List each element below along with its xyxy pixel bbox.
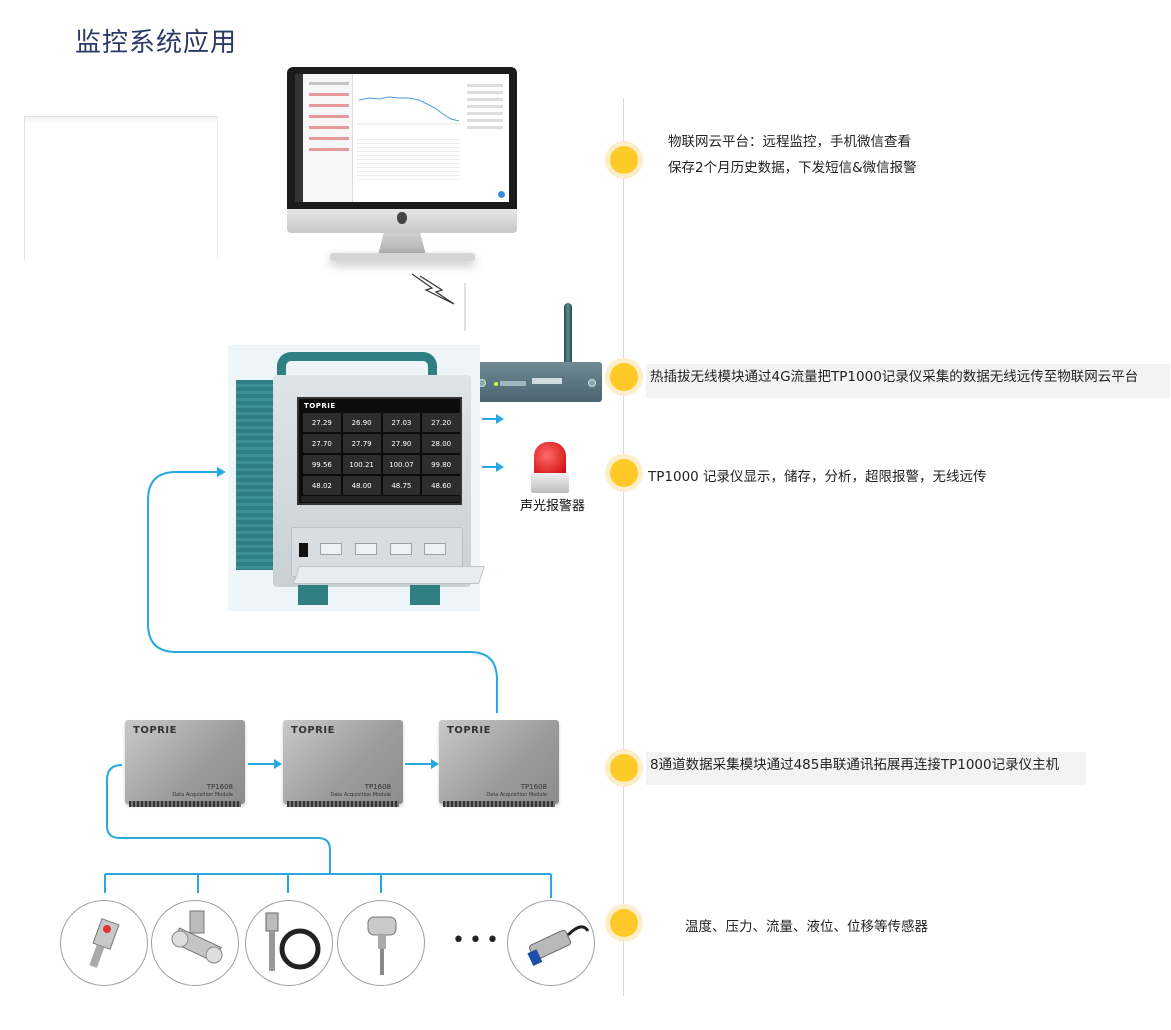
- step-wireless-text: 热插拔无线模块通过4G流量把TP1000记录仪采集的数据无线远传至物联网云平台: [646, 364, 1170, 398]
- temperature-sensor-icon: [337, 900, 425, 986]
- reading-cell: 100.21: [342, 455, 381, 474]
- step-recorder-text: TP1000 记录仪显示，储存，分析，超限报警，无线远传: [648, 469, 987, 485]
- reading-cell: 28.00: [422, 434, 460, 453]
- reading-cell: 48.00: [342, 476, 381, 495]
- reading-cell: 99.56: [303, 455, 341, 474]
- reading-cell: 27.03: [382, 413, 421, 432]
- timeline-line: [623, 98, 624, 996]
- reading-cell: 27.90: [382, 434, 421, 453]
- acquisition-module-3: TOPRIE TP1608 Data Acquisition Module: [439, 720, 559, 807]
- wireless-signal-icon: [411, 273, 455, 305]
- level-sensor-icon: [245, 900, 333, 986]
- timeline-dot-sensors: [610, 909, 638, 937]
- reading-cell: 27.29: [303, 413, 341, 432]
- apple-logo-icon: [397, 212, 407, 224]
- acquisition-module-2: TOPRIE TP1608 Data Acquisition Module: [283, 720, 403, 807]
- trend-chart-thumbnail: [357, 96, 461, 125]
- acquisition-module-1: TOPRIE TP1608 Data Acquisition Module: [125, 720, 245, 807]
- timeline-dot-wireless: [610, 363, 638, 391]
- flow-meter-icon: [151, 900, 239, 986]
- cloud-platform-display: [295, 74, 509, 202]
- arrow-module-2-to-3: [405, 759, 439, 769]
- usb-slot-icon: [355, 543, 377, 555]
- step-cloud-text: 物联网云平台：远程监控，手机微信查看 保存2个月历史数据，下发短信&微信报警: [668, 129, 917, 181]
- step-modules-text: 8通道数据采集模块通过485串联通讯拓展再连接TP1000记录仪主机: [646, 752, 1086, 785]
- recorder-brand: TOPRIE: [304, 402, 336, 410]
- signal-bar: [464, 283, 466, 331]
- timeline-dot-cloud: [610, 146, 638, 174]
- module-led-icon: [494, 382, 498, 386]
- reading-cell: 27.20: [422, 413, 460, 432]
- arrow-to-alarm: [482, 462, 504, 472]
- arrow-to-4g-module: [482, 414, 504, 424]
- alarm-label: 声光报警器: [520, 499, 586, 514]
- reading-cell: 48.02: [303, 476, 341, 495]
- page-title: 监控系统应用: [75, 28, 238, 58]
- recorder-handle: [277, 352, 437, 382]
- usb-slot-icon: [320, 543, 342, 555]
- usb-slot-icon: [390, 543, 412, 555]
- reading-cell: 26.90: [342, 413, 381, 432]
- usb-slot-icon: [424, 543, 446, 555]
- reading-cell: 27.79: [342, 434, 381, 453]
- 4g-wireless-module: [472, 362, 602, 402]
- more-sensors-ellipsis: •••: [452, 928, 503, 953]
- arrow-module-1-to-2: [248, 759, 282, 769]
- alarm-light-icon: [534, 442, 566, 476]
- reading-cell: 48.75: [382, 476, 421, 495]
- reading-cell: 100.07: [382, 455, 421, 474]
- recorder-screen: TOPRIE 27.29 26.90 27.03 27.20 27.70 27.…: [297, 397, 462, 505]
- reading-cell: 48.60: [422, 476, 460, 495]
- recorder-reading-grid: 27.29 26.90 27.03 27.20 27.70 27.79 27.9…: [303, 413, 460, 495]
- step-sensors-text: 温度、压力、流量、液位、位移等传感器: [685, 919, 928, 935]
- timeline-dot-recorder: [610, 459, 638, 487]
- recorder-side-vents: [236, 380, 276, 570]
- monitor-base: [330, 253, 475, 261]
- monitor-stand: [378, 233, 426, 255]
- reading-cell: 27.70: [303, 434, 341, 453]
- timeline-dot-modules: [610, 754, 638, 782]
- step-cloud-line-1: 物联网云平台：远程监控，手机微信查看: [668, 134, 911, 150]
- blank-frame: [24, 116, 218, 260]
- displacement-sensor-icon: [507, 900, 595, 986]
- pressure-sensor-icon: [60, 900, 148, 986]
- reading-cell: 99.80: [422, 455, 460, 474]
- antenna-icon: [564, 303, 572, 385]
- cloud-platform-monitor: [287, 67, 517, 209]
- power-switch-icon: [299, 543, 308, 557]
- step-cloud-line-2: 保存2个月历史数据，下发短信&微信报警: [668, 160, 917, 176]
